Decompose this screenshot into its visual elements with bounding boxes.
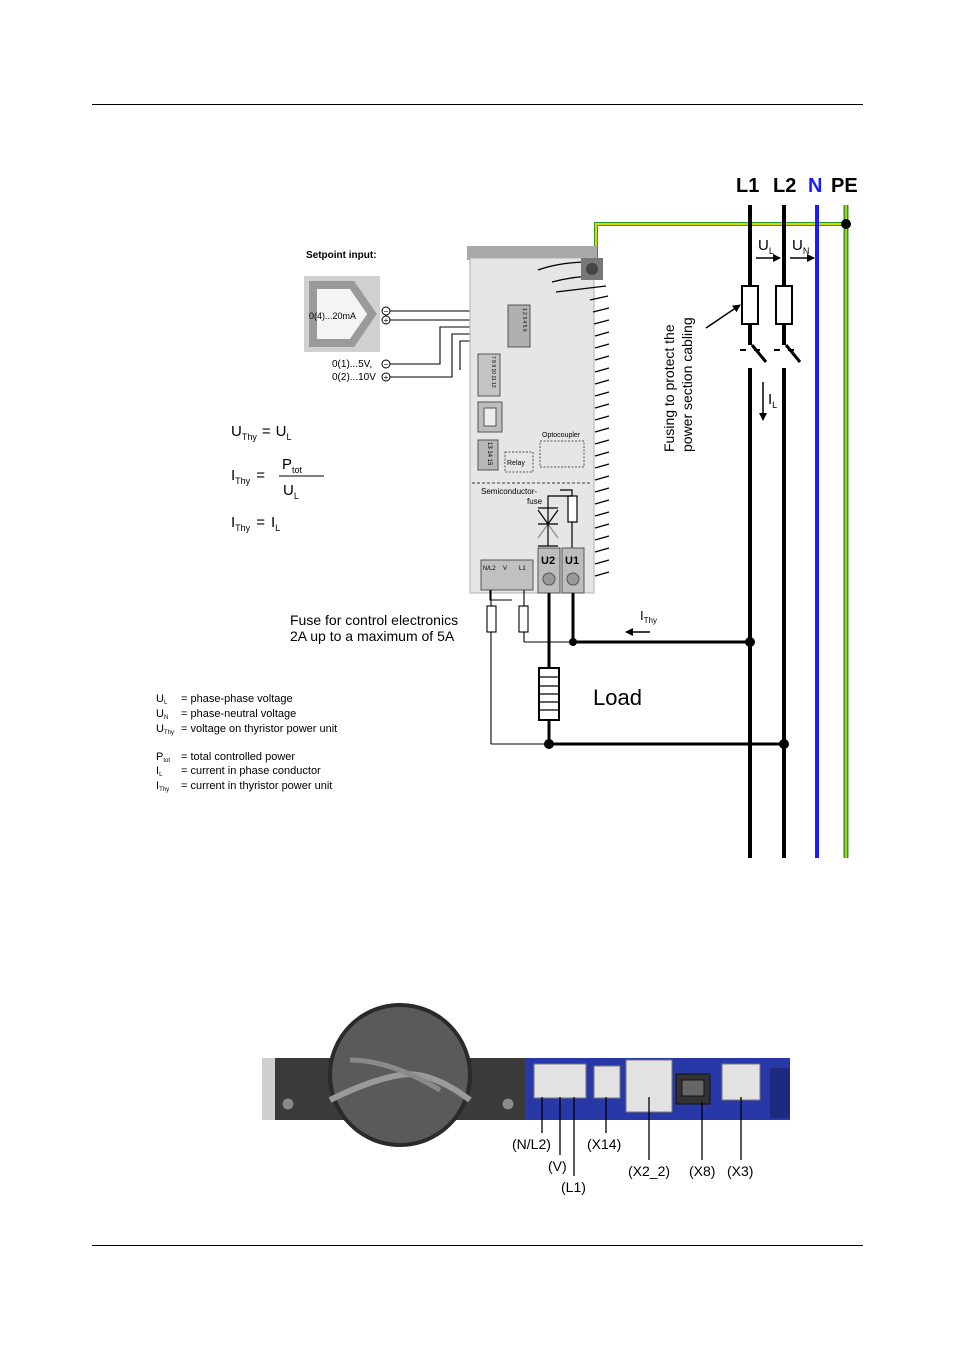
fusing-pointer-arrow [705, 304, 741, 329]
semiconductor-fuse-label: Semiconductor-fuse [481, 487, 543, 506]
legend-desc-uthy: = voltage on thyristor power unit [181, 723, 337, 735]
relay-terminal-numbers: 13 14 15 [486, 442, 492, 466]
legend-symbol-ul: UL [156, 693, 168, 706]
legend-symbol-ithy: IThy [156, 780, 169, 793]
legend-symbol-un: UN [156, 708, 168, 721]
control-fuse-neutral [486, 605, 497, 633]
supply-terminal-nl2: N/L2 [483, 566, 496, 572]
thyristor-module: 1 2 3 4 5 6 7 8 9 10 11 12 13 14 15 Rela… [467, 246, 610, 594]
legend-desc-ptot: = total controlled power [181, 751, 295, 763]
pe-junction-dot [841, 219, 851, 229]
control-fuse-note-line1: Fuse for control electronics [290, 612, 458, 628]
ul-annotation: UL [758, 237, 774, 256]
relay-label: Relay [507, 460, 525, 467]
load-label: Load [593, 685, 642, 710]
setpoint-plus-bottom: + [384, 373, 389, 382]
optocoupler-label: Optocoupler [542, 432, 581, 439]
bus-labels: L1 L2 N PE [736, 175, 858, 197]
terminal-strip-x2 [477, 353, 501, 397]
ithy-annotation: IThy [640, 608, 657, 625]
formula-uthy: UThy=UL [231, 423, 291, 442]
setpoint-plus-top: + [384, 316, 389, 325]
terminal-numbers-top: 1 2 3 4 5 6 [521, 308, 527, 332]
il-annotation: IL [768, 391, 777, 410]
setpoint-source-label: 0(4)...20mA [309, 311, 356, 321]
setpoint-source: 0(4)...20mA [304, 276, 380, 352]
control-terminal-strip [507, 304, 531, 348]
l1-line-fuse [741, 285, 759, 325]
symbol-legend: UL = phase-phase voltage UN = phase-neut… [156, 693, 337, 793]
formulas: UThy=UL IThy= Ptot UL IThy=IL [231, 423, 324, 533]
relay-terminals [477, 439, 499, 471]
control-fuse-phase [518, 605, 529, 633]
legend-symbol-uthy: UThy [156, 723, 174, 736]
header-rule [92, 104, 863, 105]
un-annotation: UN [792, 237, 809, 256]
formula-ithy-numerator: Ptot [282, 456, 303, 475]
setpoint-title: Setpoint input: [306, 250, 377, 261]
legend-symbol-ptot: Ptot [156, 751, 170, 764]
bus-label-l1: L1 [736, 175, 759, 197]
legend-desc-un: = phase-neutral voltage [181, 708, 296, 720]
legend-desc-ul: = phase-phase voltage [181, 693, 293, 705]
fusing-note-line2: power section cabling [679, 317, 695, 452]
supply-terminal-v: V [503, 566, 507, 572]
footer-rule [92, 1245, 863, 1246]
voltage-current-arrows [756, 254, 815, 421]
phase-conductors [740, 205, 802, 858]
bus-label-pe: PE [831, 175, 858, 197]
setpoint-5v: 0(1)...5V, [332, 359, 372, 370]
legend-desc-ithy: = current in thyristor power unit [181, 780, 332, 792]
terminal-numbers-mid: 7 8 9 10 11 12 [490, 356, 496, 388]
bus-label-n: N [808, 175, 822, 197]
pe-screw [581, 258, 603, 280]
supply-terminal-l1: L1 [519, 566, 526, 572]
power-terminal-u1-label: U1 [565, 555, 579, 567]
setpoint-terminals: − + − + [381, 306, 391, 382]
thyristor-pair [537, 489, 578, 548]
control-fuse-note-line2: 2A up to a maximum of 5A [290, 628, 455, 644]
fusing-note-line1: Fusing to protect the [661, 324, 677, 452]
fusing-note: Fusing to protect the power section cabl… [661, 317, 695, 452]
pe-conductor [594, 205, 851, 858]
power-terminal-u2: U2 [537, 547, 561, 594]
legend-symbol-il: IL [156, 765, 163, 778]
formula-ithy-lhs: IThy= [231, 467, 265, 486]
load-wiring [486, 590, 784, 746]
formula-ithy-il: IThy=IL [231, 514, 280, 533]
formula-ithy-denominator: UL [283, 482, 299, 501]
power-terminal-u1: U1 [561, 547, 585, 594]
junction-dots [544, 637, 789, 749]
setpoint-10v: 0(2)...10V [332, 372, 376, 383]
legend-desc-il: = current in phase conductor [181, 765, 321, 777]
supply-terminal-block: N/L2 V L1 [480, 559, 534, 591]
l2-line-fuse [775, 285, 793, 325]
setpoint-minus-bottom: − [384, 360, 389, 369]
bus-label-l2: L2 [773, 175, 796, 197]
power-terminal-u2-label: U2 [541, 555, 555, 567]
semiconductor-fuse [567, 495, 578, 523]
setpoint-minus-top: − [384, 307, 389, 316]
